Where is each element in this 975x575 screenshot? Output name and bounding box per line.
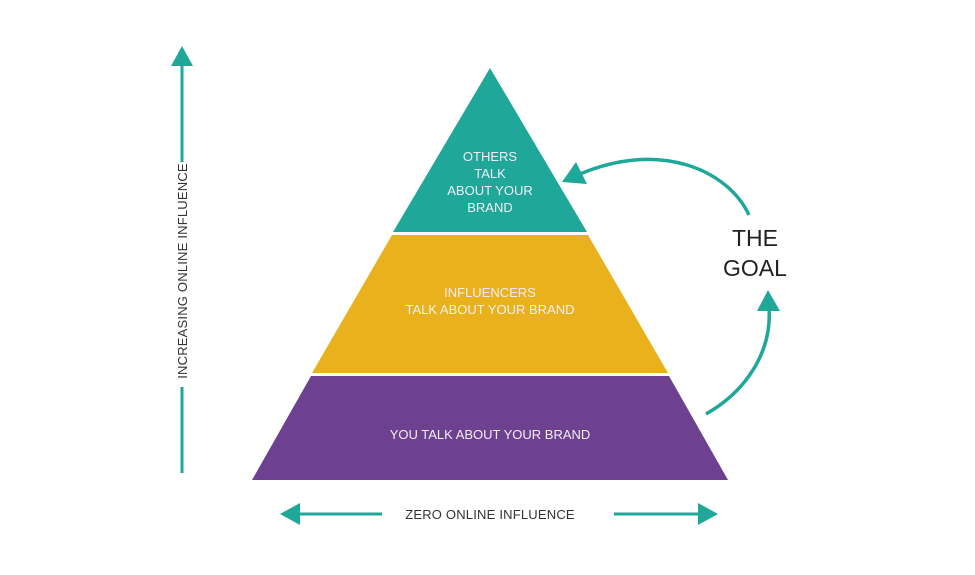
bottom-tier-line-1: YOU TALK ABOUT YOUR BRAND — [390, 427, 591, 442]
left-arrowhead-icon — [280, 503, 300, 525]
top-tier-line-2: TALK — [474, 166, 506, 181]
vertical-shaft-upper — [180, 64, 184, 162]
right-arrowhead-icon — [698, 503, 718, 525]
goal-upper-arrowhead-icon — [562, 162, 587, 184]
top-tier-line-4: BRAND — [467, 200, 513, 215]
vertical-arrowhead-icon — [171, 46, 193, 66]
pyramid-bottom-tier — [252, 376, 728, 480]
middle-tier-line-2: TALK ABOUT YOUR BRAND — [405, 302, 574, 317]
top-tier-line-1: OTHERS — [463, 149, 518, 164]
goal-label-line-2: GOAL — [723, 255, 787, 281]
goal-arrows — [562, 157, 780, 416]
goal-lower-arc — [705, 307, 771, 416]
vertical-axis-arrow — [171, 46, 193, 473]
top-tier-line-3: ABOUT YOUR — [447, 183, 532, 198]
vertical-shaft-lower — [180, 387, 184, 473]
horizontal-shaft-left — [298, 512, 382, 516]
middle-tier-line-1: INFLUENCERS — [444, 285, 536, 300]
horizontal-shaft-right — [614, 512, 700, 516]
goal-upper-arc — [579, 157, 751, 216]
horizontal-axis-label: ZERO ONLINE INFLUENCE — [405, 507, 575, 522]
pyramid-middle-tier — [312, 235, 668, 373]
vertical-axis-label: INCREASING ONLINE INFLUENCE — [175, 163, 190, 379]
goal-lower-arrowhead-icon — [757, 290, 780, 311]
goal-label-line-1: THE — [732, 225, 778, 251]
horizontal-axis-arrow — [280, 503, 718, 525]
pyramid-top-tier — [393, 68, 587, 232]
